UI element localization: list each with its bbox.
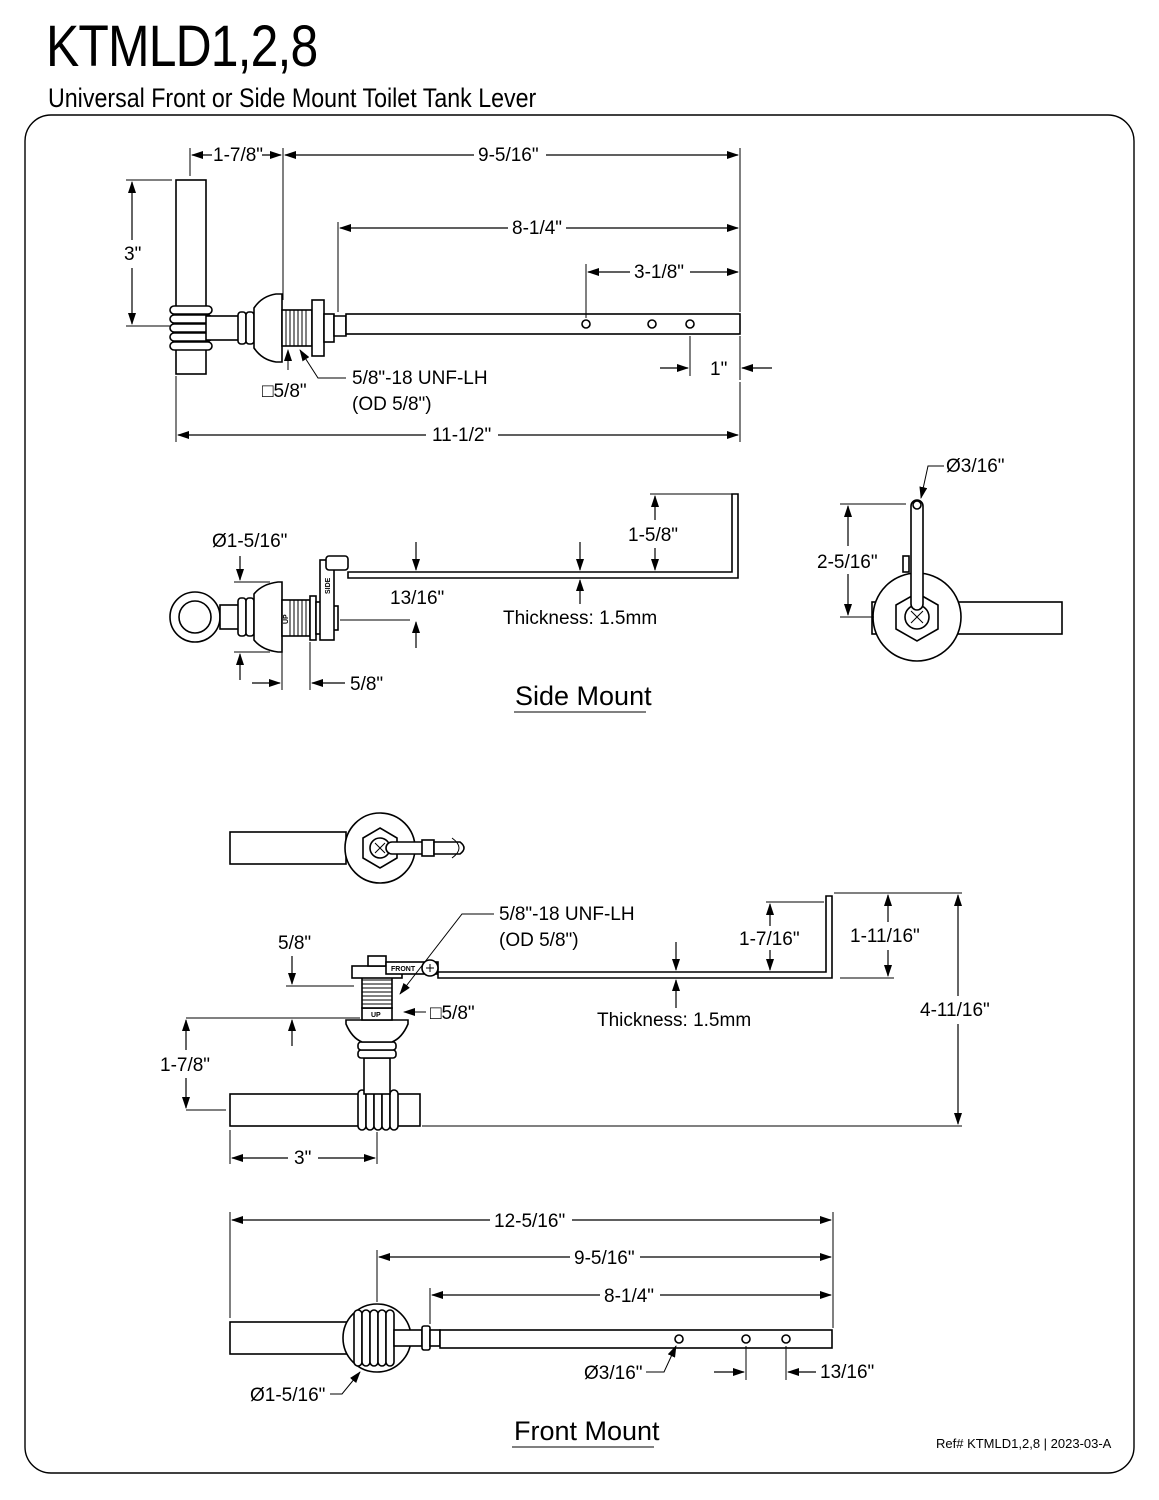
top-dim-hole-end: 1" [710,359,727,380]
front-bell [345,1019,409,1043]
bottom-arm-hole [781,1334,791,1344]
front-detail-view [229,812,465,884]
reference-code: Ref# KTMLD1,2,8 | 2023-03-A [936,1436,1112,1451]
front-stem [363,1057,391,1095]
top-dim-flange: 1-7/8" [213,145,263,166]
product-subtitle: Universal Front or Side Mount Toilet Tan… [48,83,537,113]
side-dim-bend: 1-5/8" [628,525,678,546]
front-thickness: Thickness: 1.5mm [597,1010,751,1031]
front-dim-bend2: 1-11/16" [850,926,920,947]
side-thread [281,599,311,637]
front-dim-square: □5/8" [430,1003,475,1024]
front-dim-total-height: 4-11/16" [920,1000,990,1021]
front-dim-bend1: 1-7/16" [739,929,800,950]
side-dim-nut: 5/8" [350,674,383,695]
front-mount-view: UP FRONT [160,892,990,1169]
top-dim-handle-height: 3" [124,244,141,265]
front-handle-rings [357,1089,399,1131]
top-view: 1-7/8" 9-5/16" 8-1/4" 3-1/8" 3" 1" □5/8"… [124,145,772,446]
side-dim-diameter: Ø1-5/16" [212,531,287,552]
front-thread-od: (OD 5/8") [499,930,579,951]
top-thread-spec: 5/8"-18 UNF-LH [352,368,488,389]
top-bell [253,293,283,363]
top-dim-arm: 8-1/4" [512,218,562,239]
side-bell [253,581,283,653]
front-thread-spec: 5/8"-18 UNF-LH [499,904,635,925]
top-dim-holes: 3-1/8" [634,262,684,283]
bottom-arm-hole [741,1334,751,1344]
top-arm-hole [685,319,695,329]
top-dim-square: □5/8" [262,381,307,402]
front-thread [361,975,393,1009]
side-plate [319,559,335,641]
front-mark-front: FRONT [391,966,416,973]
front-mount-title: Front Mount [514,1416,660,1446]
top-nut [311,299,325,357]
bottom-arm-hole [674,1334,684,1344]
bottom-dim-overall: 12-5/16" [494,1211,565,1232]
top-collar [205,315,241,341]
front-arm [437,895,833,979]
end-dim-height: 2-5/16" [817,552,878,573]
front-dim-stem: 1-7/8" [160,1055,210,1076]
end-dim-hole: Ø3/16" [946,456,1005,477]
bottom-view: 12-5/16" 9-5/16" 8-1/4" Ø3/16" 13/16" Ø1… [229,1211,874,1448]
bottom-handle [229,1321,351,1355]
side-mount-view: UP SIDE Ø1-5/16" 1-5/8" 13/16" Thickness… [169,493,739,713]
front-dim-nut: 5/8" [278,933,311,954]
side-mount-title: Side Mount [515,681,652,711]
top-arm [345,313,741,335]
bottom-dim-arm: 8-1/4" [604,1286,654,1307]
bottom-handle-rings [353,1309,395,1367]
top-dim-total-arm: 9-5/16" [478,145,539,166]
side-mark-side: SIDE [325,577,332,594]
side-mark-up: UP [283,614,290,624]
top-arm-hole [647,319,657,329]
bottom-dim-hole-end: 13/16" [820,1362,874,1383]
end-bracket [910,499,924,611]
bottom-arm [439,1329,833,1349]
bottom-dim-arm-total: 9-5/16" [574,1248,635,1269]
side-arm [347,493,739,579]
bottom-dim-hole: Ø3/16" [584,1363,643,1384]
side-thickness: Thickness: 1.5mm [503,608,657,629]
bottom-dim-diameter: Ø1-5/16" [250,1385,325,1406]
top-dim-overall: 11-1/2" [432,425,491,446]
drawing-frame [24,114,1135,1474]
front-detail-handle [229,831,347,865]
top-thread [281,309,313,347]
front-dim-handle: 3" [294,1148,311,1169]
top-arm-hole [581,319,591,329]
end-view: Ø3/16" 2-5/16" [817,456,1063,662]
product-title: KTMLD1,2,8 [46,14,318,79]
front-mark-up: UP [371,1012,381,1019]
end-bracket-hole [912,500,922,510]
top-bracket [333,315,347,337]
side-dim-offset: 13/16" [390,588,444,609]
top-thread-od: (OD 5/8") [352,394,432,415]
